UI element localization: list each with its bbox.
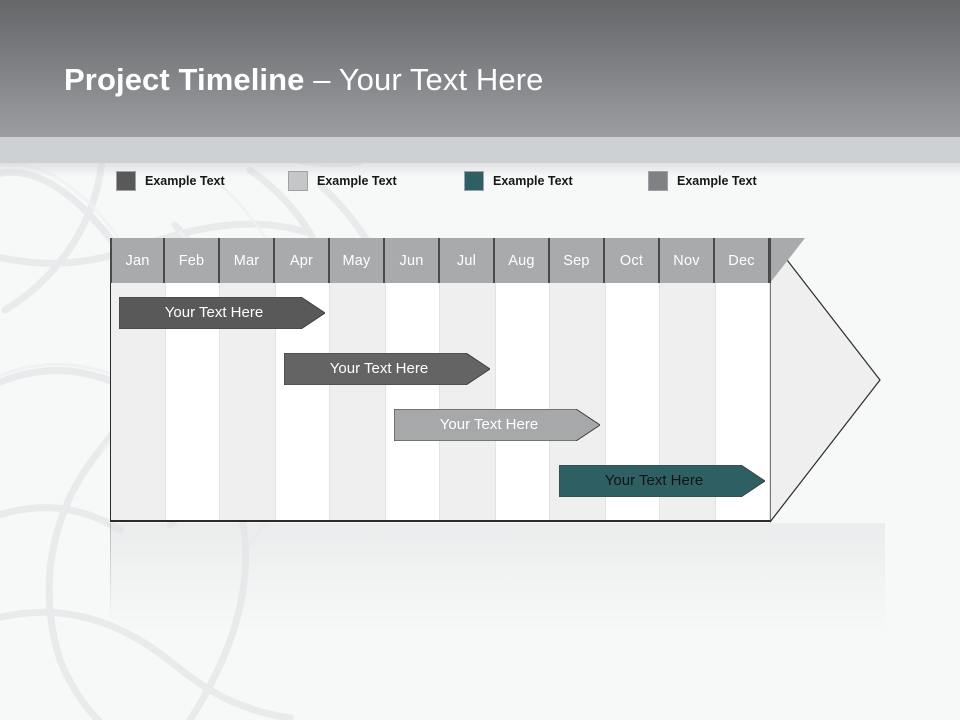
month-header-dec[interactable]: Dec [715,238,770,283]
page-title-strong: Project Timeline [64,62,305,97]
timeline-left-rule [110,283,111,521]
month-header-apr[interactable]: Apr [275,238,330,283]
month-header-sep[interactable]: Sep [550,238,605,283]
page-title: Project Timeline – Your Text Here [64,60,543,100]
legend-swatch-icon [648,171,668,191]
timeline-column-feb [165,238,220,521]
legend-item-label: Example Text [317,174,397,188]
header-accent-band [0,137,960,163]
task-bar[interactable]: Your Text Here [284,353,490,385]
month-header-aug[interactable]: Aug [495,238,550,283]
month-header-jul[interactable]: Jul [440,238,495,283]
legend-swatch-icon [288,171,308,191]
legend-item[interactable]: Example Text [288,168,397,194]
timeline-arrow-head [770,238,881,523]
month-header-feb[interactable]: Feb [165,238,220,283]
month-header-nov[interactable]: Nov [660,238,715,283]
legend-item-label: Example Text [493,174,573,188]
timeline-column-jan [110,238,165,521]
reflection-edge-line [110,523,111,618]
legend-item-label: Example Text [145,174,225,188]
month-header-jan[interactable]: Jan [110,238,165,283]
page-title-light: – Your Text Here [304,62,544,97]
legend-swatch-icon [116,171,136,191]
chart-reflection [110,523,885,643]
timeline-bottom-rule [110,520,770,522]
timeline-column-mar [220,238,275,521]
legend-swatch-icon [464,171,484,191]
month-header-oct[interactable]: Oct [605,238,660,283]
legend-item[interactable]: Example Text [648,168,757,194]
legend: Example Text Example Text Example Text E… [0,168,960,196]
task-bar[interactable]: Your Text Here [119,297,325,329]
task-bar[interactable]: Your Text Here [394,409,600,441]
legend-item-label: Example Text [677,174,757,188]
legend-item[interactable]: Example Text [464,168,573,194]
legend-item[interactable]: Example Text [116,168,225,194]
header-band [0,0,960,137]
month-header-mar[interactable]: Mar [220,238,275,283]
timeline-column-aug [495,238,550,521]
reflection-fill [110,523,885,633]
month-header-jun[interactable]: Jun [385,238,440,283]
month-header-may[interactable]: May [330,238,385,283]
task-bar[interactable]: Your Text Here [559,465,765,497]
